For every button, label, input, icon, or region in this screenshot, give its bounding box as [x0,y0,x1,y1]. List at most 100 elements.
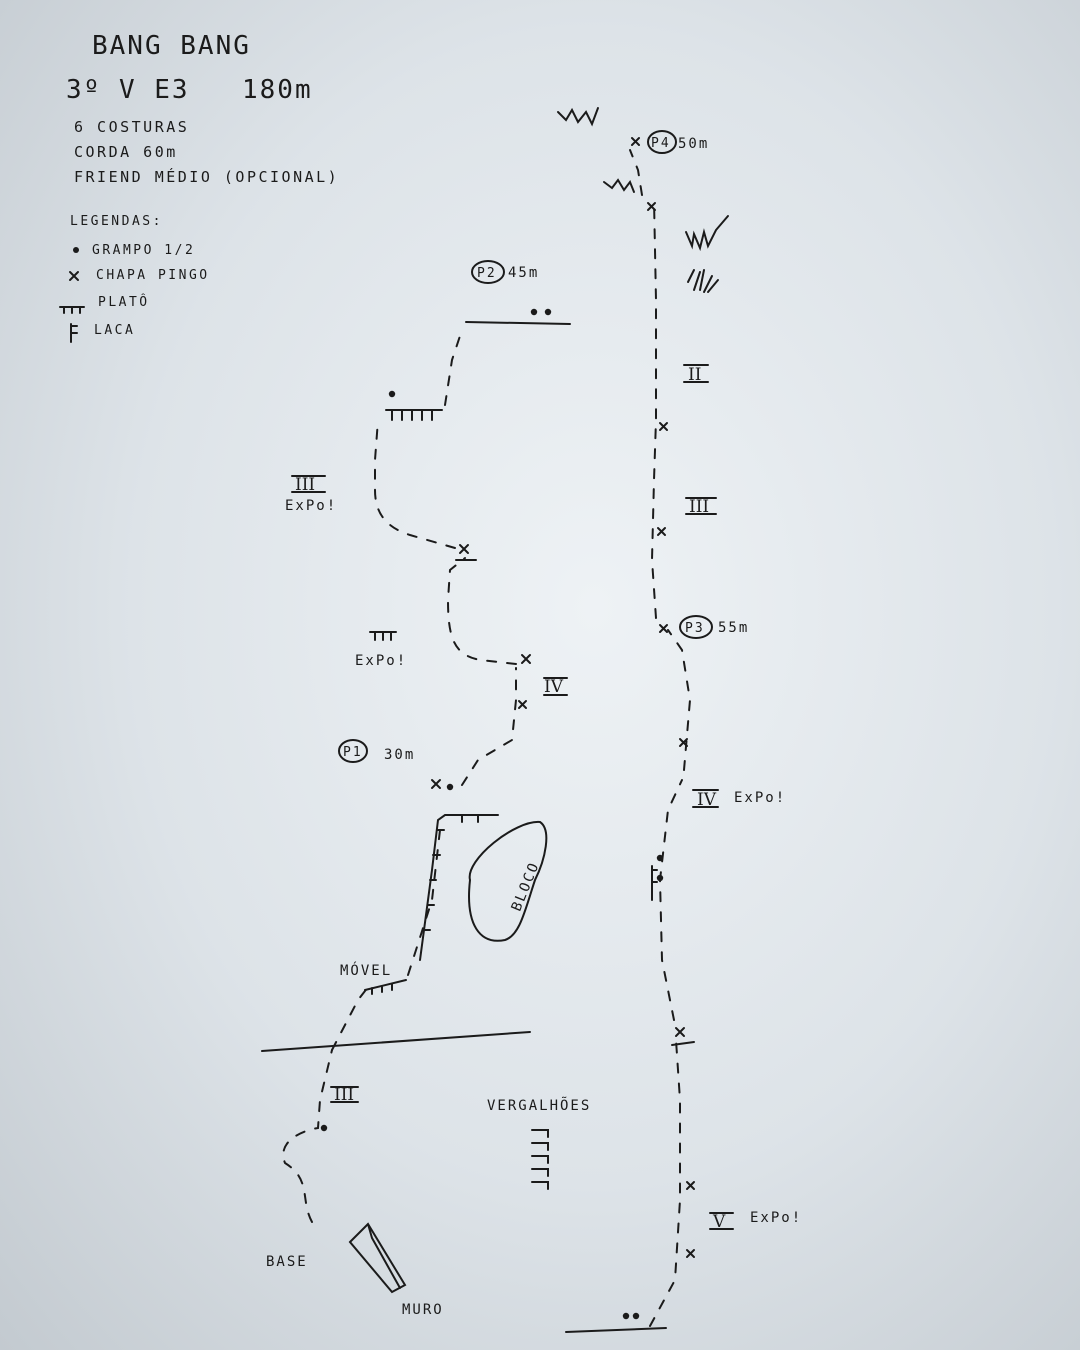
bolt-dot [656,854,664,862]
x-mark-icon [431,779,441,789]
grade-right-ii: II [688,365,701,385]
grade-bottom-iii: III [334,1085,354,1105]
bolt-dot [320,1124,328,1132]
belay-p3-length: 55m [718,620,749,636]
belay-p3-label: P3 [685,621,705,636]
grade-right-iii-bars [685,497,717,515]
grass-icon [603,178,635,193]
flake-feature [419,814,499,961]
info-quickdraws: 6 COSTURAS [74,118,189,136]
grade-bottom-iii-bars [330,1086,359,1103]
legend-label-bolt: GRAMPO 1/2 [92,243,195,258]
bolt-dot [622,1312,630,1320]
x-mark-icon [647,202,656,211]
x-mark-icon [659,624,668,633]
grade-left-iii-note: ExPo! [285,498,337,514]
grade-right-iii: III [689,497,709,517]
route-name: BANG BANG [92,31,251,61]
p2-ledge [465,321,571,325]
belay-p2-length: 45m [508,265,539,281]
route-line-mid [446,557,517,665]
legend-title: LEGENDAS: [70,214,163,229]
legend-label-chapa: CHAPA PINGO [96,268,210,283]
grade-right-iv: IV [697,790,717,810]
belay-p1-badge [338,739,368,763]
bolt-dot [632,1312,640,1320]
flake-icon [651,865,658,901]
route-line-to-p2 [444,329,463,406]
grade-right-v-note: ExPo! [750,1210,802,1226]
grass-icon [687,269,719,293]
ledge-icon [369,631,397,641]
x-mark-icon [518,700,527,709]
x-mark-icon [686,1249,695,1258]
movel-label: MÓVEL [340,961,392,979]
flake-ticks [423,829,445,931]
legend-label-laca: LACA [94,323,135,338]
right-base-ledge [565,1327,667,1333]
legend-label-plato: PLATÔ [98,294,150,310]
grade-left-iv: IV [544,677,564,697]
grade-right-v-bars [709,1212,734,1230]
grade-right-iv-note: ExPo! [734,790,786,806]
belay-p4-label: P4 [651,136,671,151]
info-friend: FRIEND MÉDIO (OPCIONAL) [74,167,339,186]
x-mark-icon [675,1027,685,1037]
route-line-lower [331,981,373,1051]
grade-right-iv-bars [692,789,719,808]
belay-p1-label: P1 [343,745,363,760]
x-mark-icon [631,137,640,146]
bolt-dot [530,308,538,316]
route-line-upper [374,419,456,549]
bolt-dot-icon [73,247,79,253]
x-mark-icon [657,527,666,536]
x-mark-icon [686,1181,695,1190]
right-route-upper [650,199,657,619]
grade-left-iv-bars [543,677,568,696]
info-rope: CORDA 60m [74,143,178,161]
belay-p2-badge [471,260,505,284]
right-route-upper-mid [667,629,692,771]
grass-icon [557,107,599,127]
route-length: 180m [242,75,313,105]
belay-p4-badge [647,130,677,154]
bloco-label: BLOCO [509,859,543,913]
ledge-icon [59,306,85,314]
bolt-dot [544,308,552,316]
belay-p1-length: 30m [384,747,415,763]
right-route-lower [649,1039,681,1327]
bloco-boulder [468,820,548,942]
x-mark-icon [659,422,668,431]
grade-right-ii-bars [683,364,709,383]
right-route-mid [658,779,683,1021]
ledge-small [671,1041,695,1046]
belay-p4-length: 50m [678,136,709,152]
approach-path [282,1049,333,1223]
left-platform-note: ExPo! [355,653,407,669]
route-line-p1-up [461,667,517,786]
bolt-dot [388,390,396,398]
x-mark-icon [459,544,469,554]
right-route-top [629,149,643,196]
crack-line [407,829,441,976]
ground-line [261,1031,531,1052]
grass-icon [685,215,729,252]
x-mark-icon [69,271,79,281]
muro-wall [348,1222,407,1294]
belay-p2-label: P2 [477,266,497,281]
grade-right-v: V [712,1212,726,1232]
platform-ticks [461,815,479,823]
bolt-dot [446,783,454,791]
flake-icon [70,323,78,343]
x-mark-icon [521,654,531,664]
rebar-icons [531,1129,549,1190]
grade-left-iii: III [295,475,315,495]
grade-left-iii-bars [291,475,326,493]
route-grade: 3º V E3 [66,75,190,105]
ledge-icon [385,409,443,421]
vergalhoes-label: VERGALHÕES [487,1097,591,1114]
base-label: BASE [266,1254,308,1270]
bolt-dot [656,874,664,882]
belay-p3-badge [679,615,713,639]
